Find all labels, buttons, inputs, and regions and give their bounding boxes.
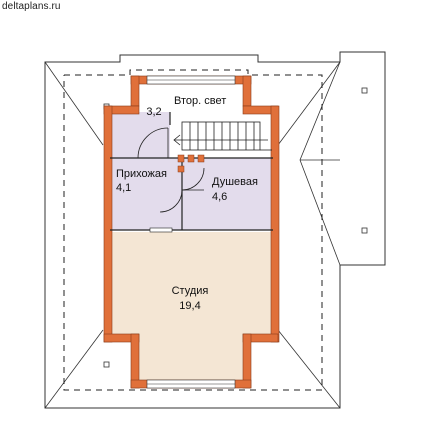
roof-hip-line — [277, 329, 341, 409]
hallway-fill — [110, 158, 182, 230]
roof-hip-line — [299, 61, 341, 161]
studio-name: Студия — [171, 285, 209, 297]
closet-fill — [110, 112, 170, 158]
roof-hip-line — [277, 61, 341, 146]
roof-marker — [361, 87, 368, 94]
staircase — [173, 121, 272, 151]
door-swings — [137, 127, 205, 213]
hallway-name: Прихожая — [116, 168, 167, 180]
wall-posts — [177, 154, 205, 173]
roof-hip-line — [44, 61, 104, 146]
studio-fill — [110, 232, 273, 382]
hallway-area: 4,1 — [116, 182, 132, 194]
window-bottom — [146, 379, 236, 389]
shower-area: 4,6 — [212, 191, 228, 203]
dashed-outline — [63, 69, 323, 391]
studio-area: 19,4 — [179, 300, 201, 312]
window-top — [146, 75, 236, 85]
site-watermark: deltaplans.ru — [2, 1, 61, 12]
shower-name: Душевая — [212, 176, 258, 188]
roof-marker — [103, 361, 110, 368]
roof-hip-line — [44, 329, 104, 409]
roof-hip-line — [299, 159, 341, 266]
closet-area: 3,2 — [146, 106, 162, 118]
shower-fill — [182, 158, 273, 230]
second-light-label: Втор. свет — [172, 94, 229, 109]
roof-marker — [361, 227, 368, 234]
door-opening — [149, 227, 173, 233]
